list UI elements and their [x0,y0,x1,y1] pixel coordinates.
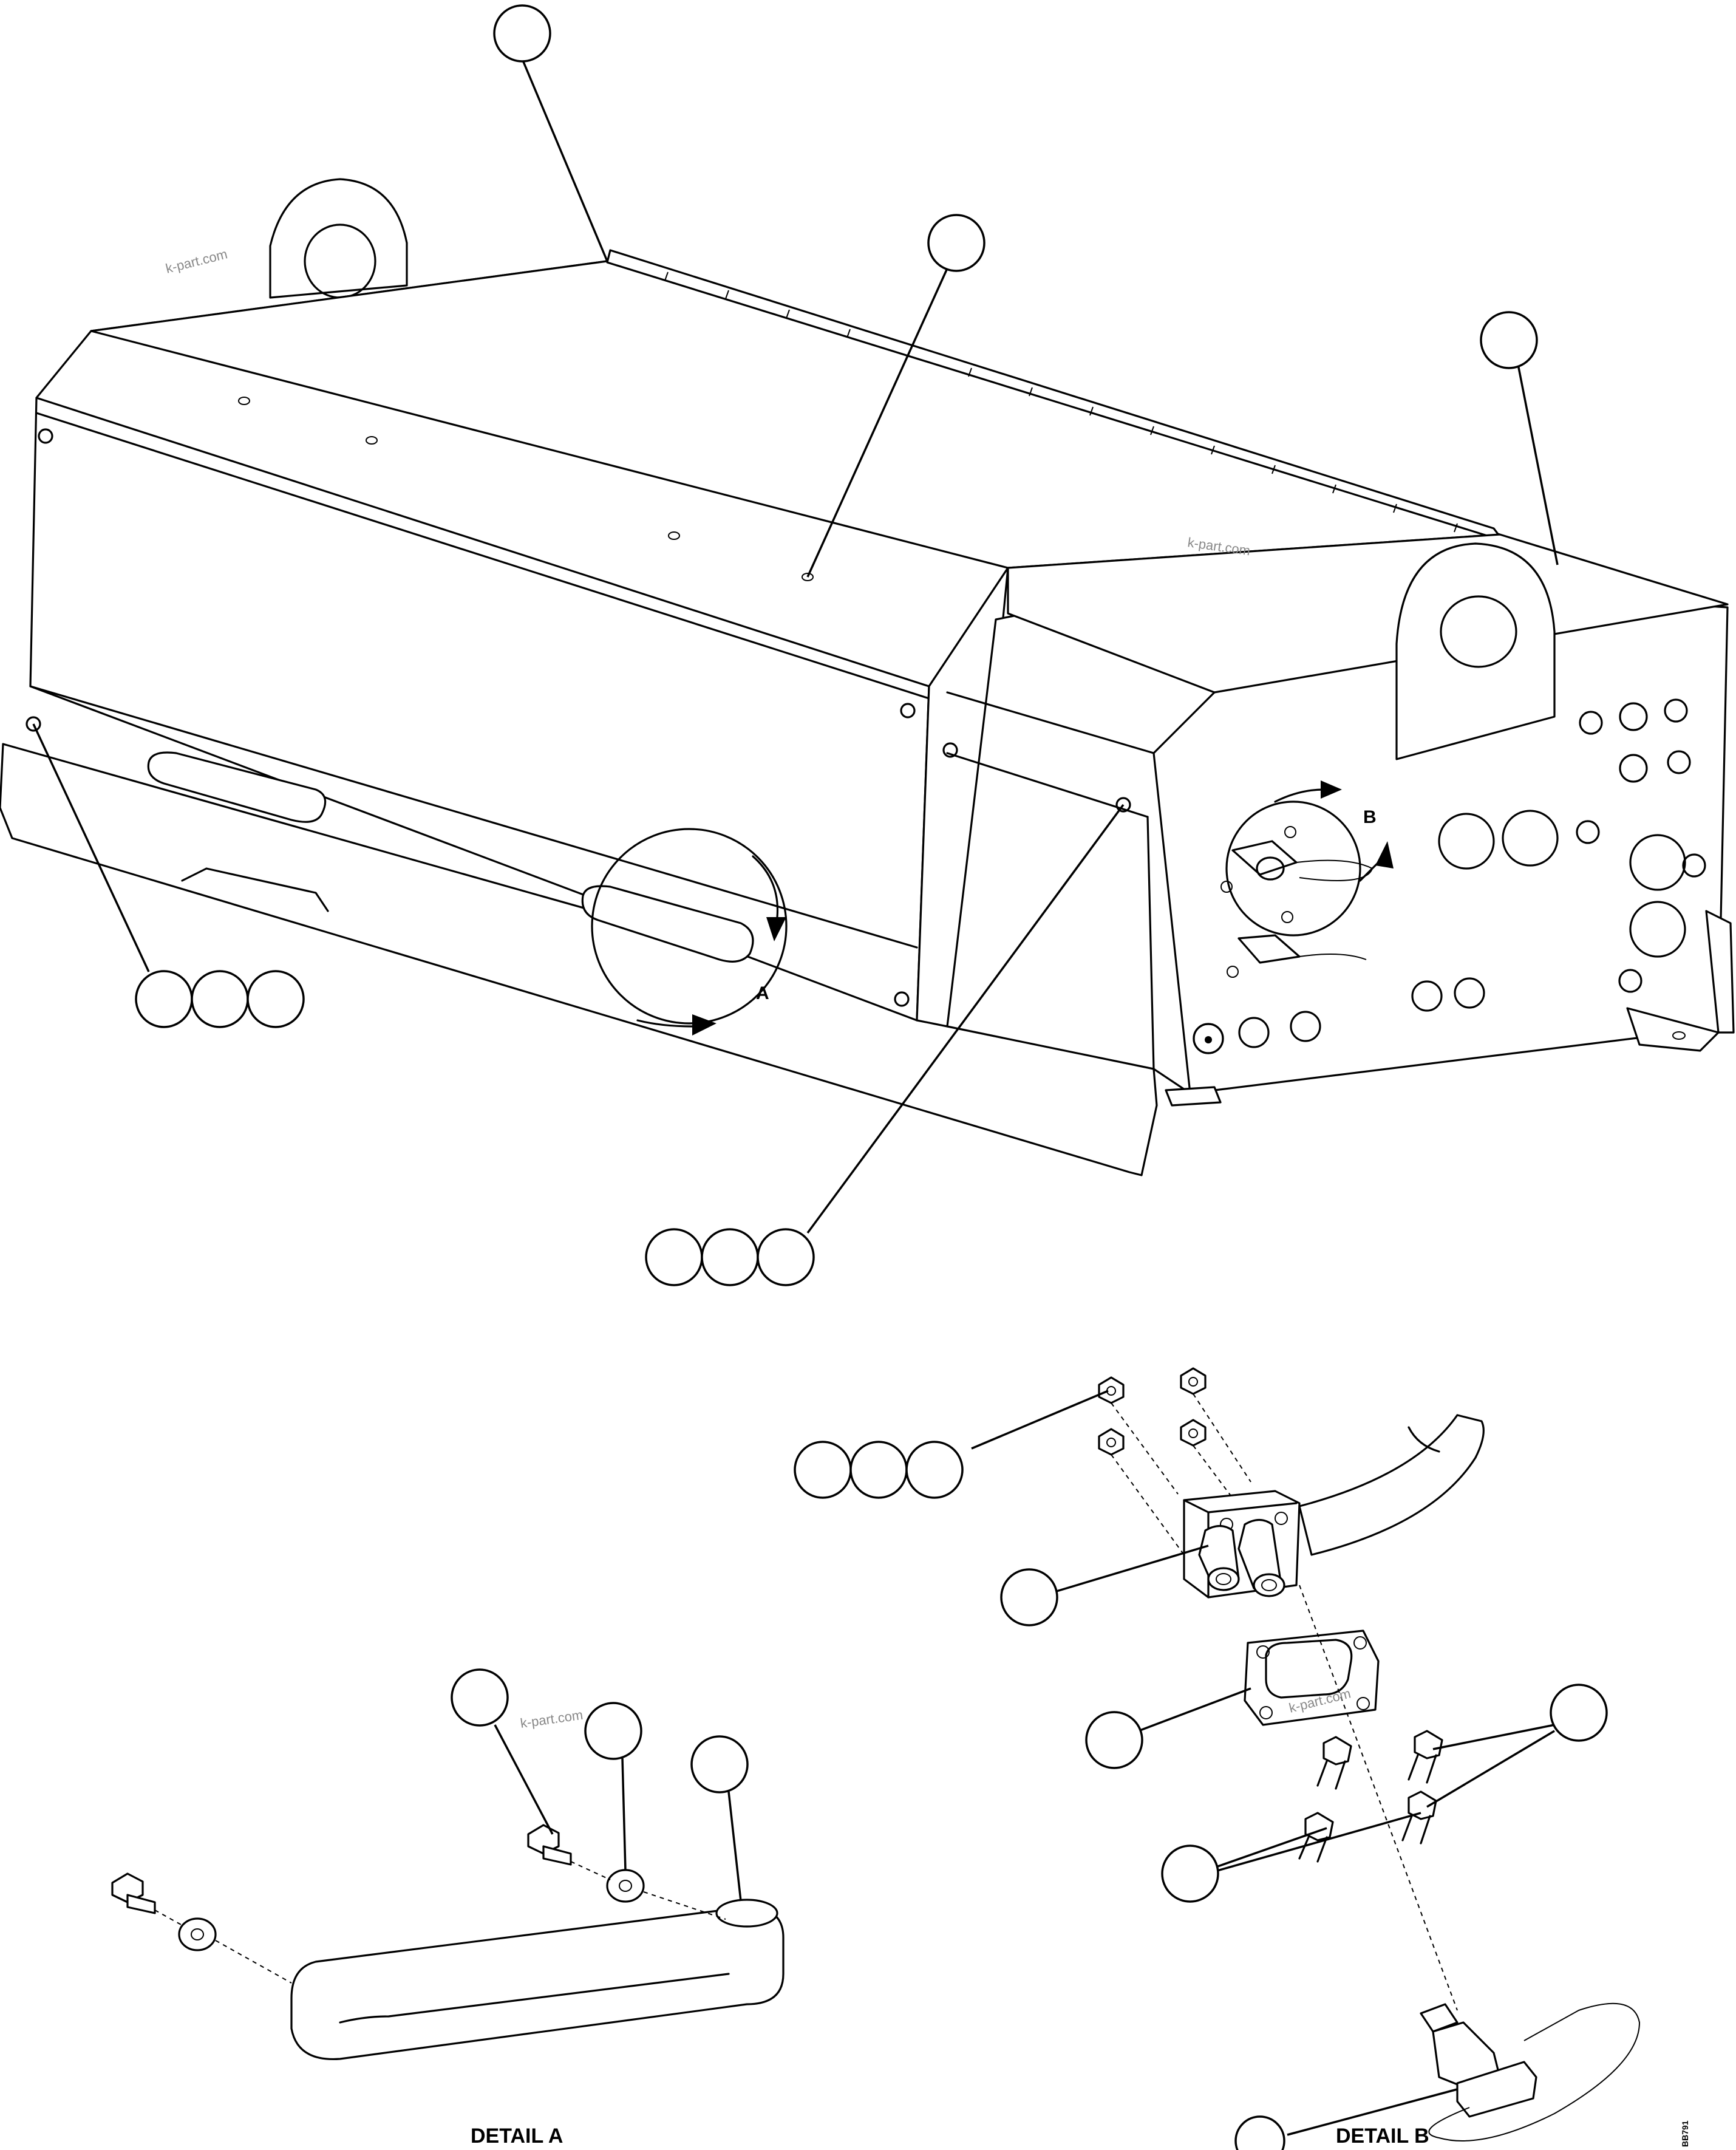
callout-balloon [135,970,193,1028]
callout-balloon [927,214,985,272]
watermark: k-part.com [164,246,229,276]
detail-a-title: DETAIL A [471,2124,563,2148]
callout-balloon [451,1668,509,1727]
callout-balloon [584,1702,642,1760]
callout-balloon [849,1441,908,1499]
callout-balloon [1085,1711,1143,1769]
callout-balloon [191,970,249,1028]
callout-balloon [493,4,551,63]
detail-b-connector [1098,1367,1641,2141]
callout-balloon [690,1735,749,1793]
detail-a-handle [111,1824,785,2061]
front-panel-holes [1193,698,1706,1054]
watermark: k-part.com [519,1707,584,1731]
view-b-label: B [1363,807,1377,827]
detail-a-callouts [451,1668,749,1902]
view-a-label: A [756,983,769,1003]
detail-b-title: DETAIL B [1336,2124,1429,2148]
callout-balloon [1234,2115,1285,2150]
drawing-number: BB791 [1680,2120,1690,2147]
detail-b-callouts [794,1390,1608,2150]
callout-balloon [1550,1684,1608,1742]
callout-balloon [645,1228,703,1286]
callout-balloon [1000,1568,1058,1626]
callout-balloon [905,1441,964,1499]
callout-balloon [701,1228,759,1286]
callout-balloon [757,1228,815,1286]
callout-balloon [1480,311,1538,369]
callout-balloon [1161,1845,1219,1903]
callout-balloon [794,1441,852,1499]
enclosure-assembly: A B [0,178,1735,1176]
main-callouts [32,4,1559,1286]
callout-balloon [247,970,305,1028]
